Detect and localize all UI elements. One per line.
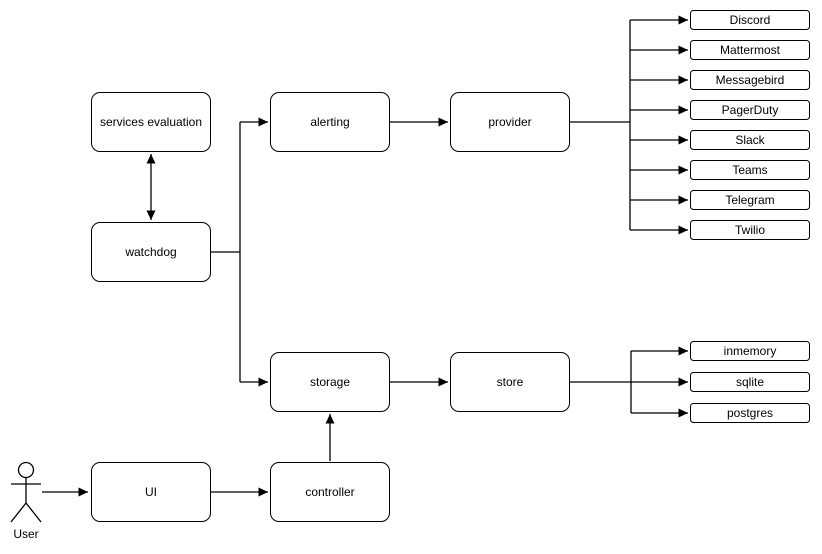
user-actor-label: User bbox=[13, 527, 39, 541]
node-store-sqlite: sqlite bbox=[690, 372, 810, 392]
node-controller: controller bbox=[270, 462, 390, 522]
node-storage: storage bbox=[270, 352, 390, 412]
node-store-inmemory: inmemory bbox=[690, 341, 810, 361]
node-provider-slack: Slack bbox=[690, 130, 810, 150]
node-store: store bbox=[450, 352, 570, 412]
user-actor-icon bbox=[10, 461, 42, 523]
node-provider-telegram: Telegram bbox=[690, 190, 810, 210]
node-provider-twilio: Twilio bbox=[690, 220, 810, 240]
node-provider-messagebird: Messagebird bbox=[690, 70, 810, 90]
node-provider-mattermost: Mattermost bbox=[690, 40, 810, 60]
node-provider: provider bbox=[450, 92, 570, 152]
node-provider-discord: Discord bbox=[690, 10, 810, 30]
node-provider-pagerduty: PagerDuty bbox=[690, 100, 810, 120]
node-services-evaluation: services evaluation bbox=[91, 92, 211, 152]
node-store-postgres: postgres bbox=[690, 403, 810, 423]
node-provider-teams: Teams bbox=[690, 160, 810, 180]
node-ui: UI bbox=[91, 462, 211, 522]
node-watchdog: watchdog bbox=[91, 222, 211, 282]
node-alerting: alerting bbox=[270, 92, 390, 152]
